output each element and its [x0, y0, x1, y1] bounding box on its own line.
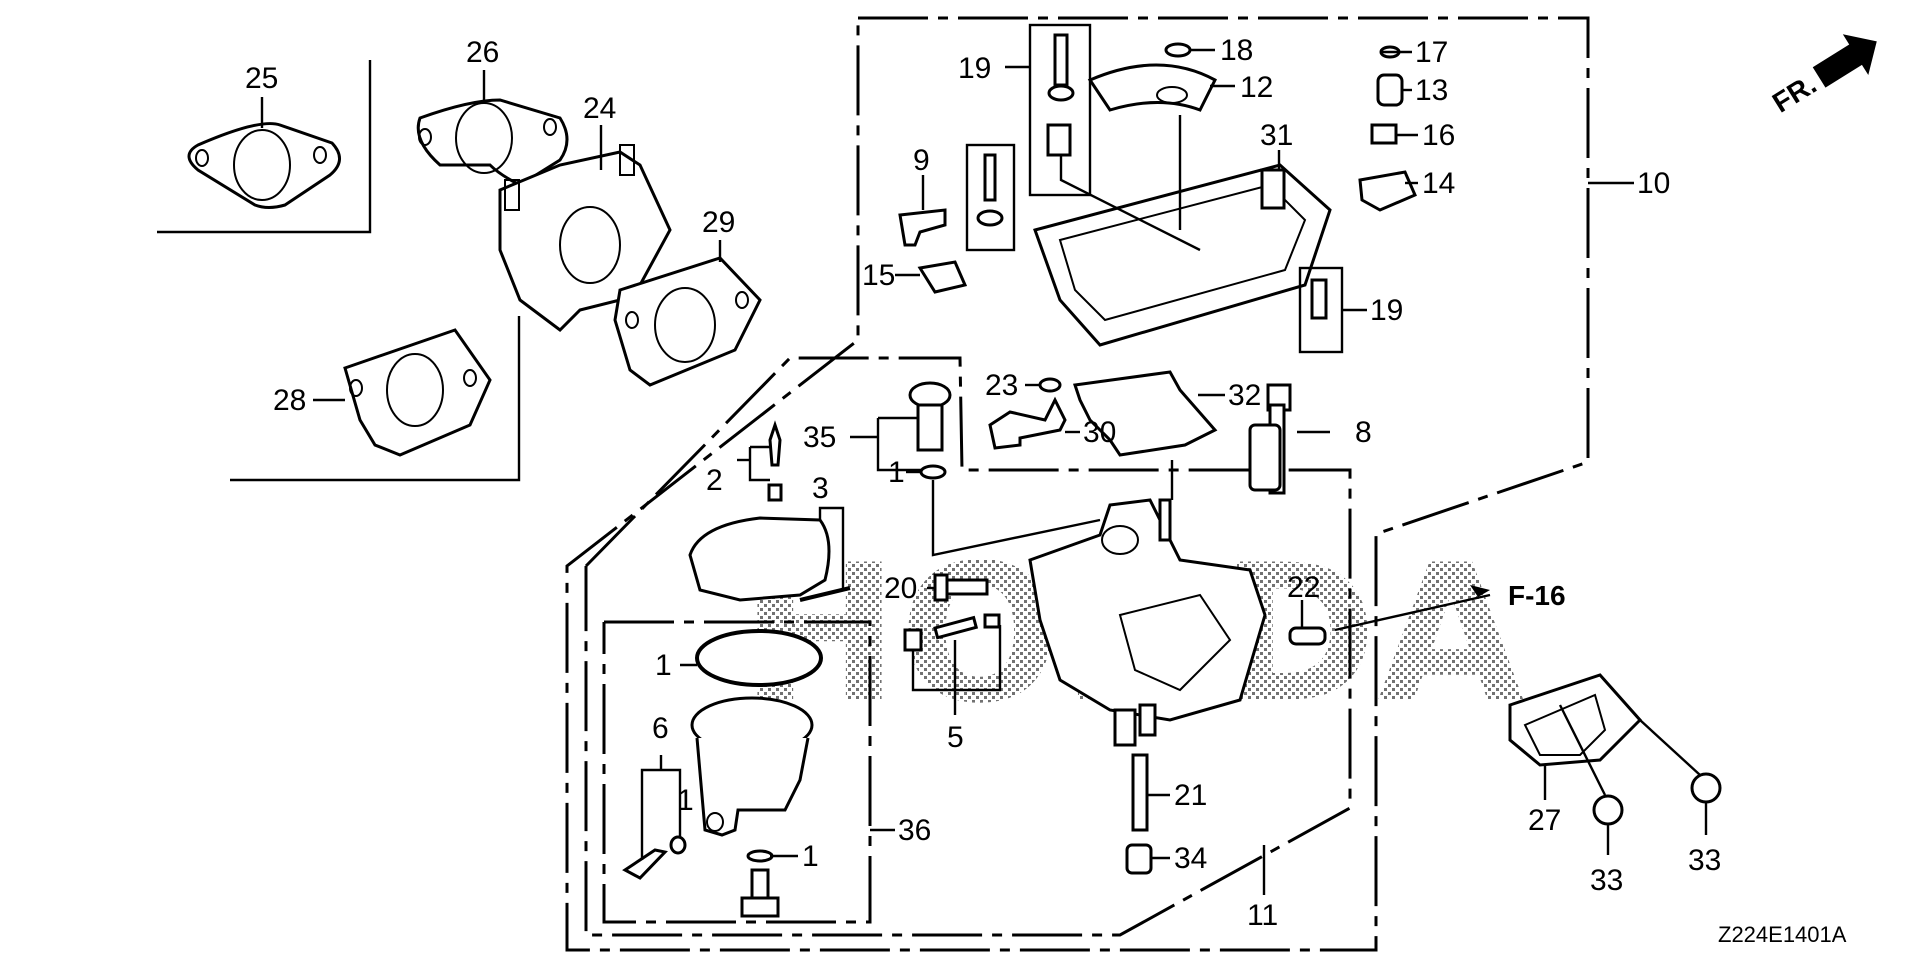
callout-1a: 1: [888, 456, 905, 489]
arrow-icon: [1812, 34, 1877, 88]
callout-3: 3: [812, 472, 829, 505]
screw-set-upper-left: [965, 143, 1016, 252]
front-label: FR.: [1767, 68, 1822, 118]
callout-1d: 1: [802, 840, 819, 873]
callout-34: 34: [1174, 842, 1207, 875]
washer-1a: [919, 464, 947, 480]
diagram-code: Z224E1401A: [1718, 922, 1847, 947]
front-direction-indicator: FR.: [1767, 34, 1877, 119]
lever-13: [1376, 73, 1404, 107]
callout-16: 16: [1422, 119, 1455, 152]
callout-8: 8: [1355, 416, 1372, 449]
callout-27: 27: [1528, 804, 1561, 837]
o-ring-1b: [695, 629, 823, 687]
callout-19a: 19: [958, 52, 991, 85]
callout-12: 12: [1240, 71, 1273, 104]
holder-14: [1358, 170, 1417, 212]
washer-18: [1164, 42, 1192, 58]
callout-11: 11: [1247, 899, 1278, 932]
callout-29: 29: [702, 206, 735, 239]
cover-31: [1033, 163, 1332, 347]
gasket-25: [187, 122, 341, 209]
carburetor-body-11: [1028, 498, 1267, 747]
washer-23: [1038, 377, 1062, 393]
callout-15: 15: [862, 259, 895, 292]
callout-32: 32: [1228, 379, 1261, 412]
callout-1b: 1: [655, 649, 672, 682]
callout-19b: 19: [1370, 294, 1403, 327]
jet-22: [1288, 626, 1327, 646]
callout-31: 31: [1260, 119, 1293, 152]
lever-30: [988, 396, 1067, 450]
callout-2: 2: [706, 464, 723, 497]
drain-bolt: [740, 868, 780, 918]
box-36: [602, 620, 872, 924]
callout-35: 35: [803, 421, 836, 454]
nut-33a: [1592, 794, 1624, 826]
spring-16: [1370, 123, 1398, 145]
nozzle-21: [1131, 753, 1149, 832]
gasket-28: [343, 328, 492, 457]
callout-26: 26: [466, 36, 499, 69]
assembly-outline-11: [584, 356, 1352, 937]
reference-f16: F-16: [1470, 580, 1566, 611]
callout-22: 22: [1287, 571, 1320, 604]
callout-30: 30: [1083, 416, 1116, 449]
callout-33b: 33: [1688, 844, 1721, 877]
callout-18: 18: [1220, 34, 1253, 67]
callout-36: 36: [898, 814, 931, 847]
screw-set-5: [903, 613, 1001, 652]
float-set-3: [688, 516, 851, 602]
assembly-outline-10: [565, 16, 1590, 952]
gear-12: [1087, 63, 1217, 112]
callout-10: 10: [1637, 167, 1670, 200]
washer-1c: [669, 835, 687, 855]
callout-9: 9: [913, 144, 930, 177]
screw-set-19a: [1028, 23, 1092, 197]
jet-34: [1125, 843, 1153, 875]
nut-33b: [1690, 772, 1722, 804]
callout-24: 24: [583, 92, 616, 125]
screw-set-6: [622, 848, 668, 880]
callout-6: 6: [652, 712, 669, 745]
callout-1c: 1: [677, 784, 694, 817]
callout-5: 5: [947, 721, 964, 754]
callout-21: 21: [1174, 779, 1207, 812]
float-chamber: [690, 696, 814, 837]
gasket-27: [1508, 673, 1643, 767]
callout-23: 23: [985, 369, 1018, 402]
callout-14: 14: [1422, 167, 1455, 200]
float-valve-set-2: [767, 420, 783, 502]
callout-13: 13: [1415, 74, 1448, 107]
leader-lines: [260, 48, 1708, 895]
callout-28: 28: [273, 384, 306, 417]
callout-17: 17: [1415, 36, 1448, 69]
valve-35: [908, 381, 952, 452]
callout-25: 25: [245, 62, 278, 95]
gasket-29: [613, 256, 762, 387]
callout-20: 20: [884, 572, 917, 605]
washer-1d: [746, 849, 774, 863]
clip-15: [917, 260, 968, 294]
lever-9: [898, 208, 947, 247]
packing-32: [1073, 370, 1218, 457]
callout-33a: 33: [1590, 864, 1623, 897]
group-box-25: [157, 60, 372, 234]
gasket-26: [416, 98, 569, 187]
reference-label: F-16: [1508, 580, 1566, 611]
shaft-8: [1248, 383, 1292, 495]
group-box-28: [230, 316, 521, 482]
